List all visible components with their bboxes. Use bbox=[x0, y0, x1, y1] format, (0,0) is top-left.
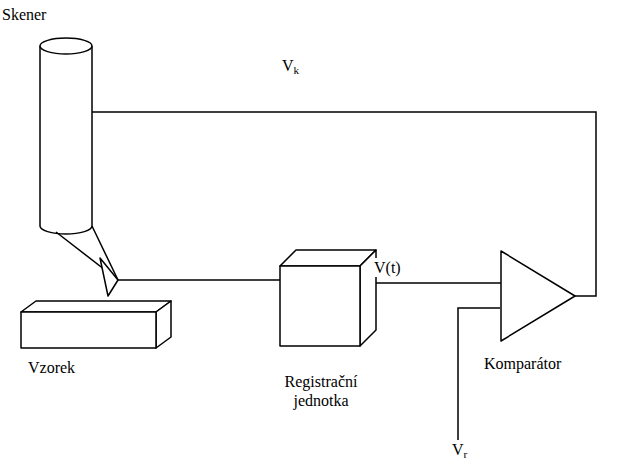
node-label: Vzorek bbox=[28, 358, 75, 377]
registration-unit: Registrační jednotka bbox=[278, 248, 378, 348]
signal-wire bbox=[118, 279, 280, 281]
registration-unit-outline bbox=[278, 248, 378, 348]
comparator-outline bbox=[500, 250, 576, 342]
sample-block: Vzorek bbox=[20, 300, 172, 350]
signal-wire bbox=[376, 282, 501, 284]
signal-name: Vk bbox=[280, 56, 301, 78]
scanner: Skener bbox=[38, 36, 122, 298]
reference-wire bbox=[458, 308, 500, 440]
scanner-outline bbox=[38, 36, 122, 298]
node-label: Komparátor bbox=[484, 354, 561, 373]
signal-name: Vr bbox=[452, 440, 467, 462]
sample-block-outline bbox=[20, 300, 172, 350]
node-label: Skener bbox=[2, 5, 46, 24]
signal-name: V(t) bbox=[372, 258, 403, 277]
comparator: Komparátor bbox=[500, 250, 576, 342]
node-label: Registrační jednotka bbox=[266, 372, 376, 410]
